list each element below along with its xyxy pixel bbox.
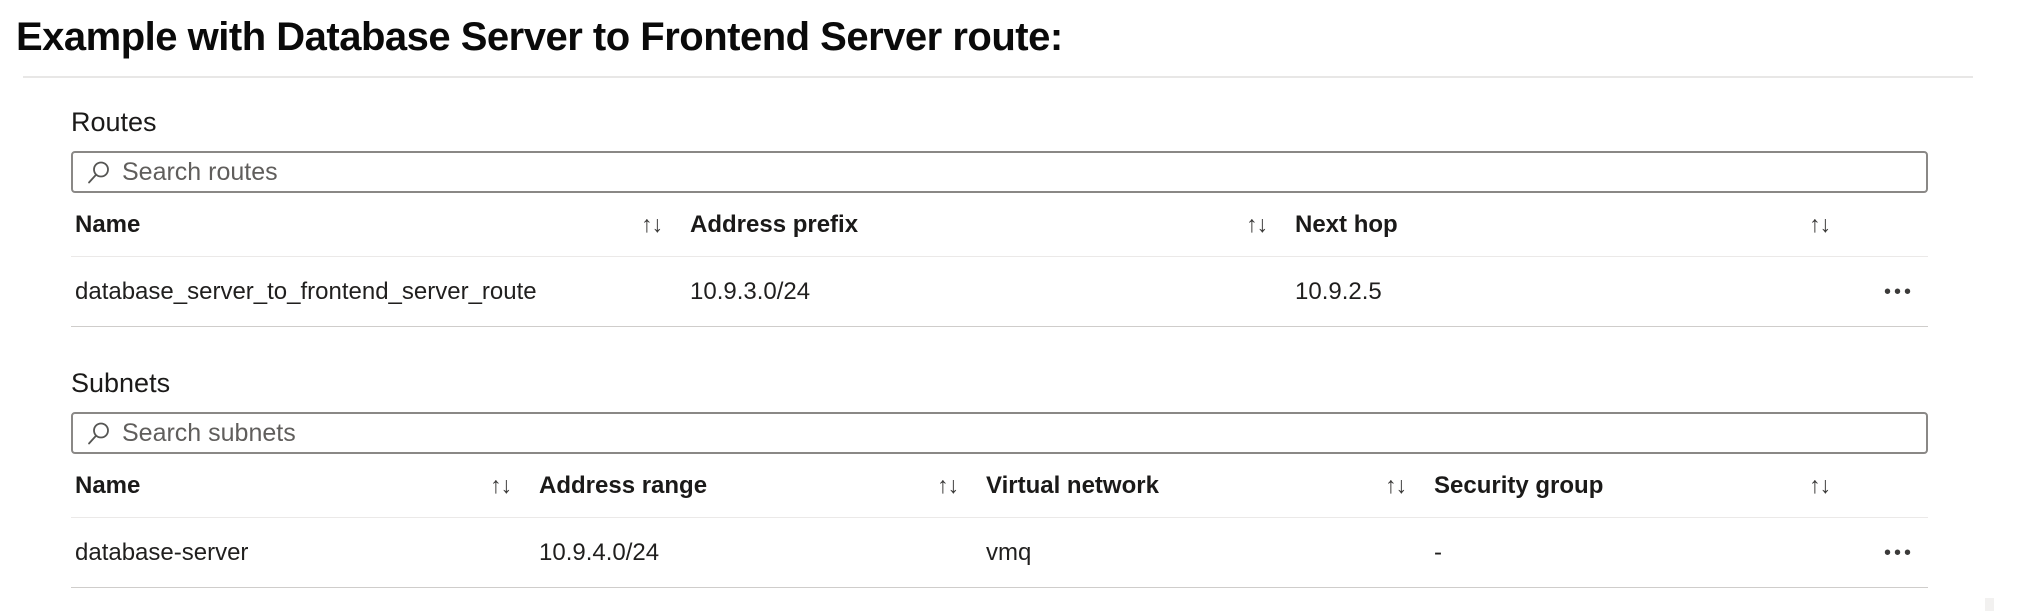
column-label: Address prefix xyxy=(690,210,859,238)
subnets-section: Subnets Name ↑↓ Address range ↑↓ Virtual… xyxy=(71,367,1928,588)
column-label: Next hop xyxy=(1295,210,1398,238)
routes-section: Routes Name ↑↓ Address prefix ↑↓ Next ho… xyxy=(71,106,1928,327)
route-menu-cell: ••• xyxy=(1858,282,1928,302)
subnet-security-group-cell: - xyxy=(1434,538,1442,566)
subnet-menu-cell: ••• xyxy=(1858,543,1928,563)
subnet-address-range-cell: 10.9.4.0/24 xyxy=(539,538,660,566)
subnets-header-virtual-network[interactable]: Virtual network ↑↓ xyxy=(986,472,1434,500)
subnets-search-box xyxy=(71,412,1928,454)
column-label: Name xyxy=(75,471,141,499)
divider xyxy=(23,76,1973,78)
table-row[interactable]: database_server_to_frontend_server_route… xyxy=(71,257,1928,327)
table-row[interactable]: database-server 10.9.4.0/24 vmq - ••• xyxy=(71,518,1928,588)
routes-table-header: Name ↑↓ Address prefix ↑↓ Next hop ↑↓ xyxy=(71,193,1928,257)
ellipsis-menu-icon[interactable]: ••• xyxy=(1883,280,1914,303)
column-label: Virtual network xyxy=(986,471,1159,499)
route-name-cell: database_server_to_frontend_server_route xyxy=(75,277,537,305)
page-title: Example with Database Server to Frontend… xyxy=(16,15,1063,59)
column-label: Address range xyxy=(539,471,708,499)
search-icon xyxy=(88,422,109,444)
routes-search-input[interactable] xyxy=(122,153,1914,191)
route-address-prefix-cell: 10.9.3.0/24 xyxy=(690,277,811,305)
subnets-header-address-range[interactable]: Address range ↑↓ xyxy=(539,472,986,500)
route-next-hop-cell: 10.9.2.5 xyxy=(1295,277,1382,305)
subnets-header-name[interactable]: Name ↑↓ xyxy=(75,472,539,500)
sort-arrows-icon[interactable]: ↑↓ xyxy=(937,472,959,498)
page: Example with Database Server to Frontend… xyxy=(16,15,1973,588)
sort-arrows-icon[interactable]: ↑↓ xyxy=(1809,472,1831,498)
subnet-name-cell: database-server xyxy=(75,538,249,566)
scrollbar-fragment[interactable] xyxy=(1985,598,1994,611)
subnet-virtual-network-cell: vmq xyxy=(986,538,1032,566)
sort-arrows-icon[interactable]: ↑↓ xyxy=(1385,472,1407,498)
routes-header-next-hop[interactable]: Next hop ↑↓ xyxy=(1295,211,1858,239)
sort-arrows-icon[interactable]: ↑↓ xyxy=(641,211,663,237)
routes-search-box xyxy=(71,151,1928,193)
ellipsis-menu-icon[interactable]: ••• xyxy=(1883,541,1914,564)
routes-section-label: Routes xyxy=(71,107,157,137)
subnets-search-input[interactable] xyxy=(122,414,1914,452)
column-label: Security group xyxy=(1434,471,1604,499)
subnets-header-security-group[interactable]: Security group ↑↓ xyxy=(1434,472,1858,500)
subnets-table-header: Name ↑↓ Address range ↑↓ Virtual network… xyxy=(71,454,1928,518)
sort-arrows-icon[interactable]: ↑↓ xyxy=(490,472,512,498)
routes-header-name[interactable]: Name ↑↓ xyxy=(75,211,690,239)
subnets-section-label: Subnets xyxy=(71,368,171,398)
sort-arrows-icon[interactable]: ↑↓ xyxy=(1246,211,1268,237)
sort-arrows-icon[interactable]: ↑↓ xyxy=(1809,211,1831,237)
column-label: Name xyxy=(75,210,141,238)
routes-header-address-prefix[interactable]: Address prefix ↑↓ xyxy=(690,211,1295,239)
search-icon xyxy=(88,161,109,183)
